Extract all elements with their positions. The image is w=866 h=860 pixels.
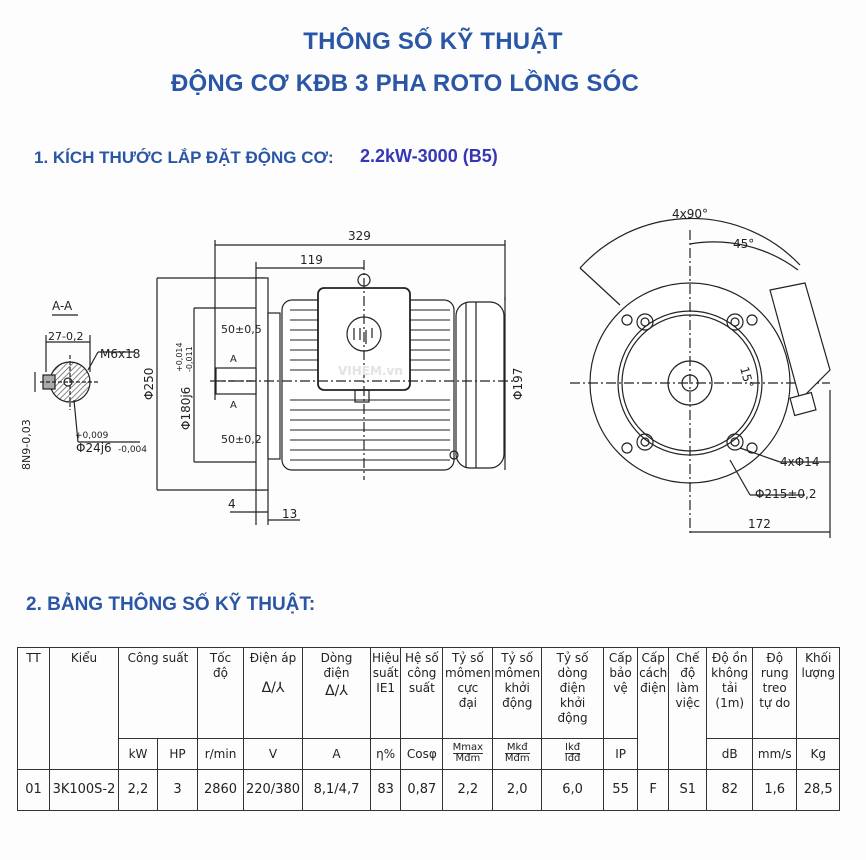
- cell-insul: F: [637, 769, 670, 811]
- unit-eff: η%: [369, 738, 402, 770]
- unit-v: V: [243, 738, 303, 770]
- holes-angle-dim: 4x90°: [672, 207, 708, 221]
- offset-angle-dim: 45°: [733, 237, 754, 251]
- section-mark-bottom: A: [230, 400, 237, 411]
- unit-cos: Cosφ: [400, 738, 444, 770]
- th-tt: TT: [17, 647, 50, 770]
- shaft-tol-lower: -0,004: [118, 445, 147, 455]
- shaft-dia-dim: Φ24j6: [76, 441, 112, 455]
- unit-rpm: r/min: [197, 738, 244, 770]
- cell-hp: 3: [157, 769, 198, 811]
- cell-db: 82: [706, 769, 754, 811]
- holes-dim: 4xΦ14: [780, 455, 819, 469]
- shaft-len-lower: 50±0,2: [221, 433, 262, 446]
- motor-dimension-drawing: A-A 27-0,2 M6x18 +0,009 Φ24j6 -0,004 8N9…: [20, 207, 831, 538]
- spigot-tol-lower: -0,011: [185, 346, 194, 372]
- cell-kw: 2,2: [118, 769, 158, 811]
- page-subtitle: ĐỘNG CƠ KĐB 3 PHA ROTO LỒNG SÓC: [170, 70, 640, 97]
- unit-mms: mm/s: [752, 738, 798, 770]
- thread-dim: M6x18: [100, 347, 140, 361]
- cell-kieu: 3K100S-2: [49, 769, 119, 811]
- cell-v: 220/380: [243, 769, 303, 811]
- spigot-dia-dim: Φ180j6: [179, 387, 193, 430]
- front-view: [570, 217, 831, 538]
- box-angle-dim: 15°: [737, 365, 756, 389]
- section2-heading: 2. BẢNG THÔNG SỐ KỸ THUẬT:: [26, 594, 316, 615]
- box-height-dim: 172: [748, 517, 771, 531]
- cell-mmax: 2,2: [442, 769, 494, 811]
- cell-tt: 01: [17, 769, 50, 811]
- cell-rpm: 2860: [197, 769, 244, 811]
- flange-thickness-dim: 13: [282, 507, 297, 521]
- key-width-dim: 27-0,2: [48, 330, 83, 343]
- spigot-tol-upper: +0,014: [175, 342, 184, 372]
- cell-duty: S1: [668, 769, 708, 811]
- cell-kg: 28,5: [796, 769, 841, 811]
- flange-dia-dim: Φ250: [142, 368, 156, 400]
- body-dia-dim: Φ197: [511, 368, 525, 400]
- side-view: [156, 240, 515, 525]
- unit-db: dB: [706, 738, 754, 770]
- section1-heading: 1. KÍCH THƯỚC LẮP ĐẶT ĐỘNG CƠ:: [34, 148, 334, 167]
- th-kieu: Kiểu: [49, 647, 119, 770]
- table-row: 01 3K100S-2 2,2 3 2860 220/380 8,1/4,7 8…: [17, 769, 841, 811]
- unit-ip: IP: [603, 738, 639, 770]
- th-cong-suat: Công suất: [118, 647, 198, 739]
- unit-a: A: [302, 738, 371, 770]
- unit-kw: kW: [118, 738, 158, 770]
- overall-length-dim: 329: [348, 229, 371, 243]
- page-title: THÔNG SỐ KỸ THUẬT: [303, 28, 563, 55]
- watermark: VIHEM.vn: [338, 364, 403, 378]
- unit-hp: HP: [157, 738, 198, 770]
- section-view-aa: [34, 314, 140, 443]
- cell-a: 8,1/4,7: [302, 769, 371, 811]
- shaft-len-upper: 50±0,5: [221, 323, 262, 336]
- cell-ikd: 6,0: [541, 769, 605, 811]
- spigot-depth-dim: 4: [228, 497, 236, 511]
- section-label: A-A: [52, 299, 73, 313]
- section-mark-top: A: [230, 354, 237, 365]
- key-tol-dim: 8N9-0,03: [20, 419, 33, 470]
- cell-mkd: 2,0: [492, 769, 543, 811]
- cell-cos: 0,87: [400, 769, 444, 811]
- pcd-dim: Φ215±0,2: [755, 487, 817, 501]
- cell-vib: 1,6: [752, 769, 798, 811]
- shaft-tol-upper: +0,009: [75, 431, 109, 441]
- section1-model: 2.2kW-3000 (B5): [360, 146, 498, 166]
- flange-to-eye-dim: 119: [300, 253, 323, 267]
- cell-ip: 55: [603, 769, 639, 811]
- unit-kg: Kg: [796, 738, 841, 770]
- cell-eff: 83: [369, 769, 402, 811]
